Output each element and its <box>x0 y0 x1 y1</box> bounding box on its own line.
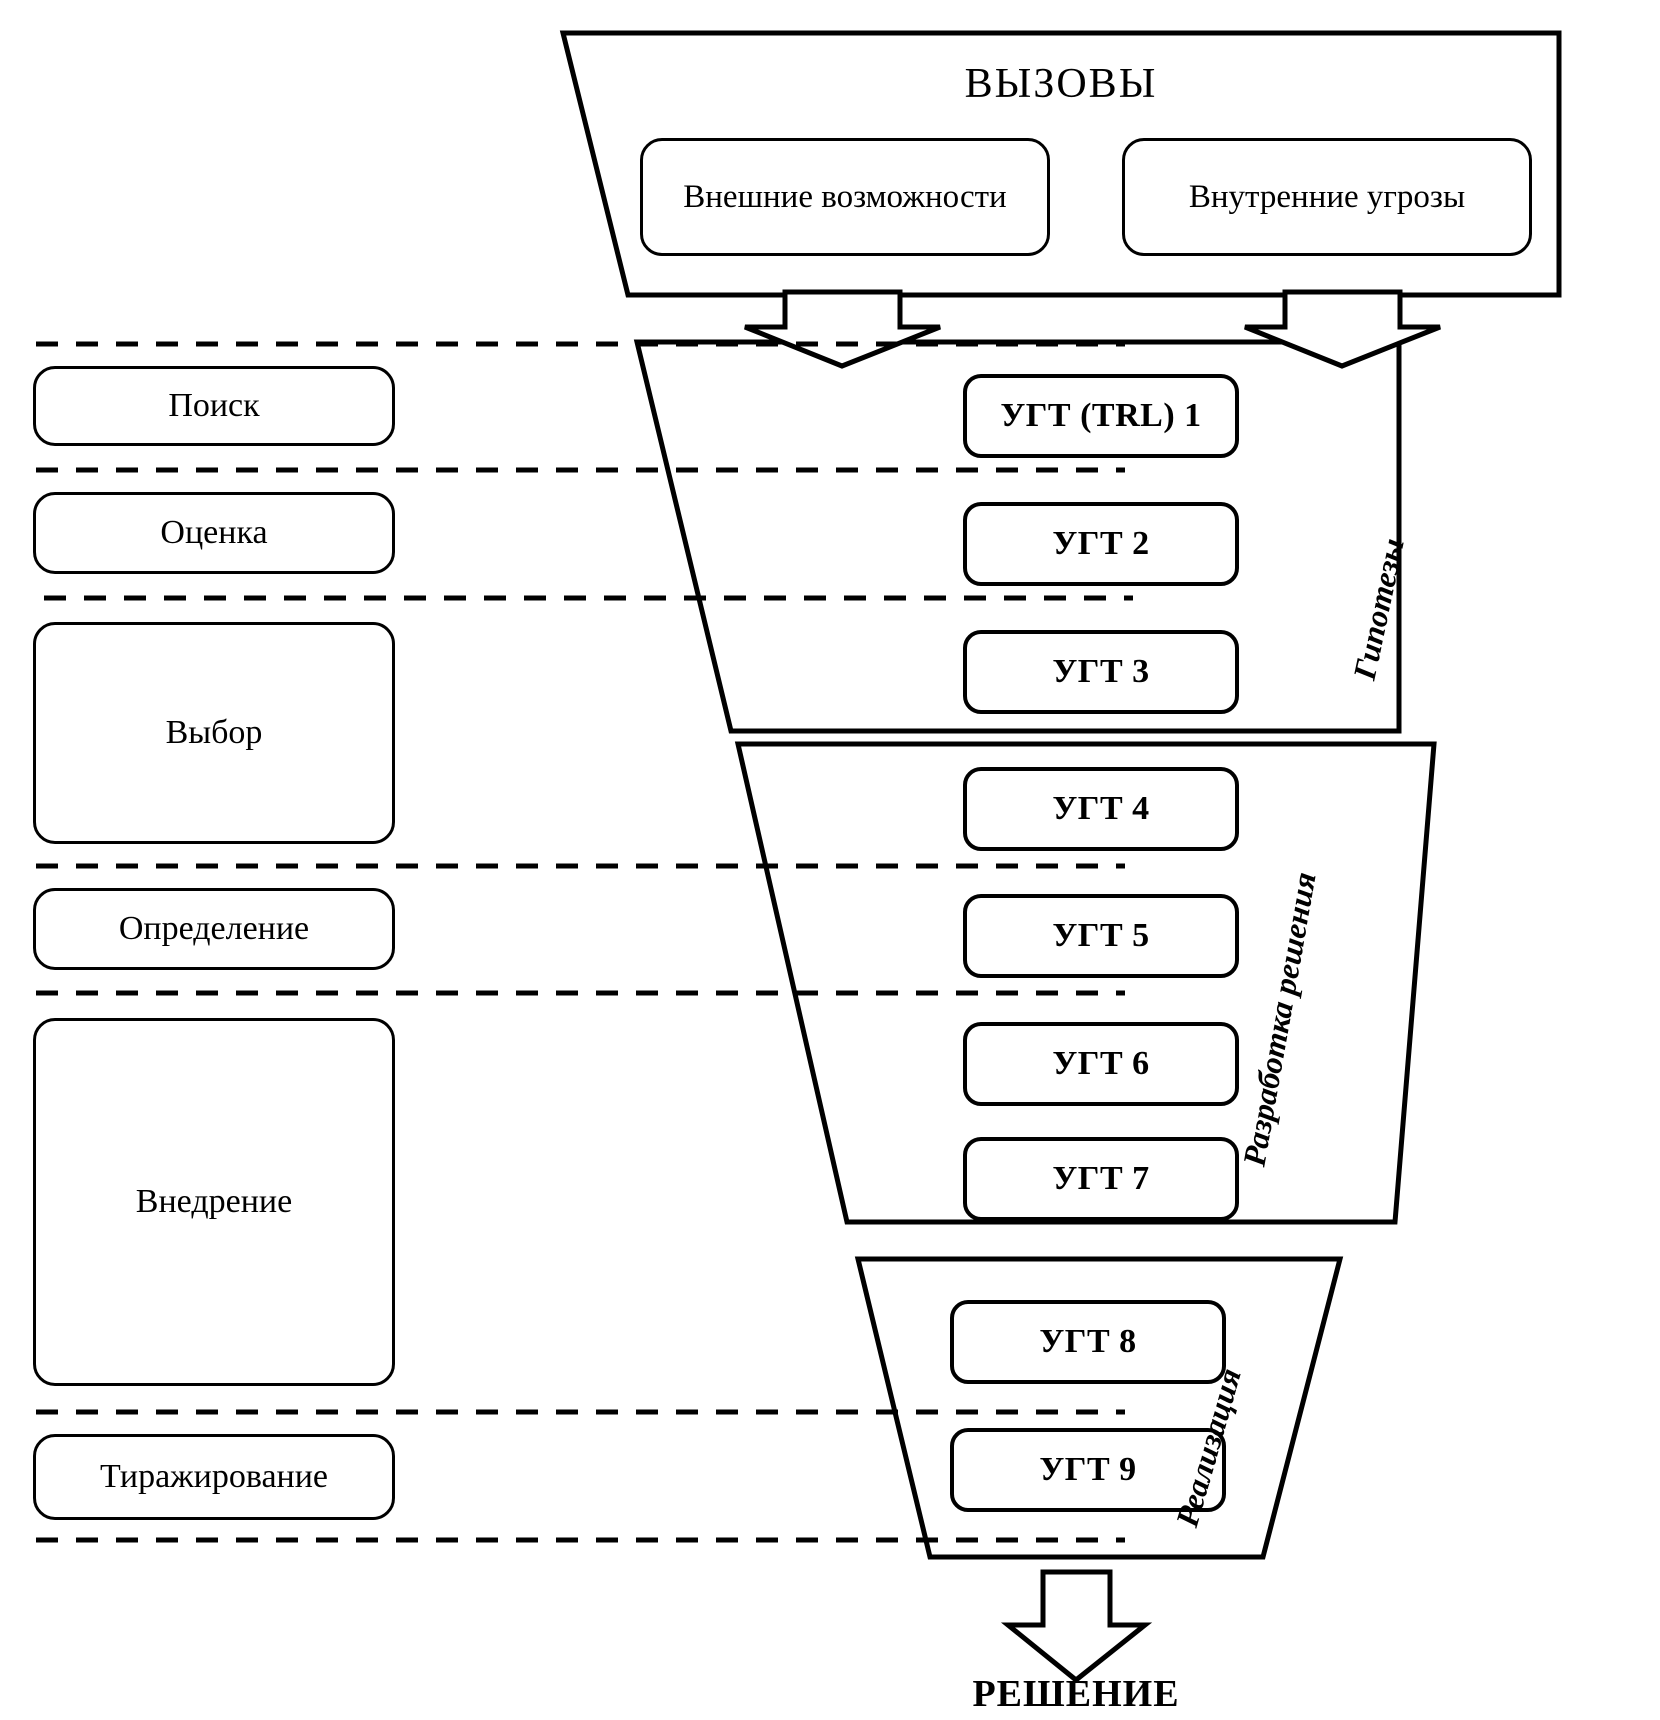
trl-box-1[interactable]: УГТ (TRL) 1 <box>963 374 1239 458</box>
page-title: ВЫЗОВЫ <box>964 61 1158 107</box>
arrow-internal-threats <box>1244 289 1441 369</box>
trl-box-8[interactable]: УГТ 8 <box>950 1300 1226 1384</box>
stage-box-selection[interactable]: Выбор <box>33 622 395 844</box>
challenge-box-internal-threats[interactable]: Внутренние угрозы <box>1122 138 1532 256</box>
trl-box-3[interactable]: УГТ 3 <box>963 630 1239 714</box>
trl-box-7[interactable]: УГТ 7 <box>963 1137 1239 1221</box>
trl-box-9[interactable]: УГТ 9 <box>950 1428 1226 1512</box>
decision-label: РЕШЕНИЕ <box>972 1673 1180 1715</box>
dashed-connector-lines <box>36 341 1133 1543</box>
funnel-section-solution-development <box>734 741 1437 1225</box>
stage-box-definition[interactable]: Определение <box>33 888 395 970</box>
challenge-box-external-opportunities[interactable]: Внешние возможности <box>640 138 1050 256</box>
trl-box-2[interactable]: УГТ 2 <box>963 502 1239 586</box>
stage-box-search[interactable]: Поиск <box>33 366 395 446</box>
arrow-decision <box>1000 1569 1153 1684</box>
trl-box-6[interactable]: УГТ 6 <box>963 1022 1239 1106</box>
stage-box-assessment[interactable]: Оценка <box>33 492 395 574</box>
trl-box-4[interactable]: УГТ 4 <box>963 767 1239 851</box>
stage-box-replication[interactable]: Тиражирование <box>33 1434 395 1520</box>
stage-box-implementation[interactable]: Внедрение <box>33 1018 395 1386</box>
trl-box-5[interactable]: УГТ 5 <box>963 894 1239 978</box>
